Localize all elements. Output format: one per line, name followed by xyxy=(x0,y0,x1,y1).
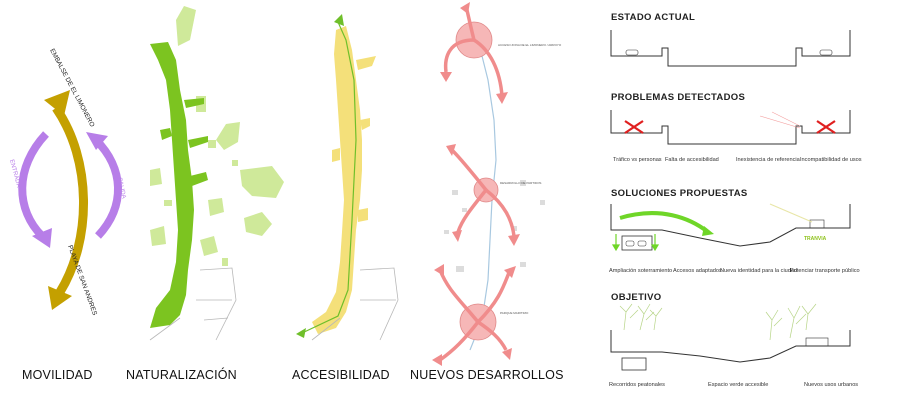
label-naturalizacion: NATURALIZACIÓN xyxy=(126,368,237,382)
title-problemas: PROBLEMAS DETECTADOS xyxy=(611,92,746,103)
sun-line xyxy=(769,203,813,223)
title-soluciones: SOLUCIONES PROPUESTAS xyxy=(611,188,748,199)
gold-flow-arrow xyxy=(52,105,88,295)
urban-lines xyxy=(311,267,399,341)
gold-arrow-head-bottom xyxy=(48,286,72,310)
urban-fragments xyxy=(444,180,545,272)
arrow-heads xyxy=(432,2,520,366)
green-finger xyxy=(184,98,204,108)
title-objetivo: OBJETIVO xyxy=(611,292,662,303)
label-movilidad: MOVILIDAD xyxy=(22,368,93,382)
gold-arrow-head-top xyxy=(44,90,70,116)
title-estado-actual: ESTADO ACTUAL xyxy=(611,12,696,23)
label-nuevos-desarrollos: NUEVOS DESARROLLOS xyxy=(410,368,564,382)
trees-right xyxy=(765,303,817,341)
purple-entrada-arrow xyxy=(18,131,49,239)
yellow-finger xyxy=(332,148,340,162)
route-arrow-top xyxy=(334,14,344,26)
caption-referencia: Inexistencia de referencia xyxy=(736,157,800,163)
urban-lines xyxy=(149,267,237,341)
label-accesibilidad: ACCESIBILIDAD xyxy=(292,368,390,382)
node-top-label: ACCESO ZONA DE EL LIMONERO / ARROYO xyxy=(498,43,562,47)
caption-incompatibilidad: Incompatibilidad de usos xyxy=(800,157,862,163)
movilidad-diagram: EMBALSE DE EL LIMONERO PLAYA DE SAN ANDR… xyxy=(8,48,126,317)
caption-espacio-verde: Espacio verde accesible xyxy=(708,382,769,388)
caption-soterramiento: Ampliación soterramiento xyxy=(609,268,673,274)
accesibilidad-map xyxy=(296,14,399,341)
node-bottom-label: PARQUE MARITIMO xyxy=(500,311,529,315)
salida-label: SALIDA xyxy=(116,177,126,199)
green-patch xyxy=(222,258,228,266)
north-label: EMBALSE DE EL LIMONERO xyxy=(48,48,95,129)
section-estado-actual xyxy=(610,30,851,67)
green-swoosh xyxy=(619,211,710,234)
down-arrows xyxy=(611,234,660,252)
caption-accesos: Accesos adaptados xyxy=(673,268,722,274)
caption-accesibilidad: Falta de accesibilidad xyxy=(665,157,719,163)
green-patch xyxy=(150,168,162,186)
caption-usos-urbanos: Nuevos usos urbanos xyxy=(804,382,859,388)
caption-trafico: Tráfico vs personas xyxy=(613,157,662,163)
problem-x-right xyxy=(816,120,836,134)
green-patch xyxy=(216,122,240,150)
green-patch xyxy=(240,166,284,198)
section-problemas xyxy=(610,110,851,145)
purple-left-head xyxy=(32,228,52,248)
section-soluciones xyxy=(610,204,851,251)
purple-right-head xyxy=(86,132,108,150)
green-patch xyxy=(200,236,218,256)
caption-identidad: Nueva identidad para la ciudad xyxy=(720,268,798,274)
green-patch xyxy=(232,160,238,166)
yellow-finger xyxy=(360,118,370,130)
green-corridor xyxy=(150,42,194,328)
tranvia-tag: TRANVIA xyxy=(804,236,827,242)
entrada-label: ENTRADA xyxy=(8,159,21,188)
trees-left xyxy=(619,303,663,331)
green-patch xyxy=(208,140,216,148)
purple-salida-arrow xyxy=(93,137,122,239)
yellow-finger xyxy=(358,208,368,222)
access-route xyxy=(299,21,357,335)
nuevos-desarrollos-map: ACCESO ZONA DE EL LIMONERO / ARROYO DESA… xyxy=(432,2,562,366)
problem-x-left xyxy=(624,120,644,134)
green-patch xyxy=(244,212,272,236)
green-swoosh-head xyxy=(702,226,714,236)
yellow-finger xyxy=(356,56,376,70)
green-finger xyxy=(190,172,208,186)
section-objetivo xyxy=(610,330,851,371)
green-patch xyxy=(164,200,172,206)
green-finger xyxy=(188,136,208,148)
caption-recorridos: Recorridos peatonales xyxy=(609,382,665,388)
green-patch xyxy=(150,226,166,246)
green-finger xyxy=(160,128,172,140)
node-mid-label: DESARROLLO DE PARTIDOS xyxy=(500,181,541,185)
naturalizacion-map xyxy=(149,6,284,341)
caption-transporte: Potenciar transporte público xyxy=(790,268,860,274)
route-arrow-bottom xyxy=(296,328,306,338)
sight-lines xyxy=(759,111,801,129)
green-patch xyxy=(208,198,224,216)
green-patch xyxy=(176,6,196,46)
